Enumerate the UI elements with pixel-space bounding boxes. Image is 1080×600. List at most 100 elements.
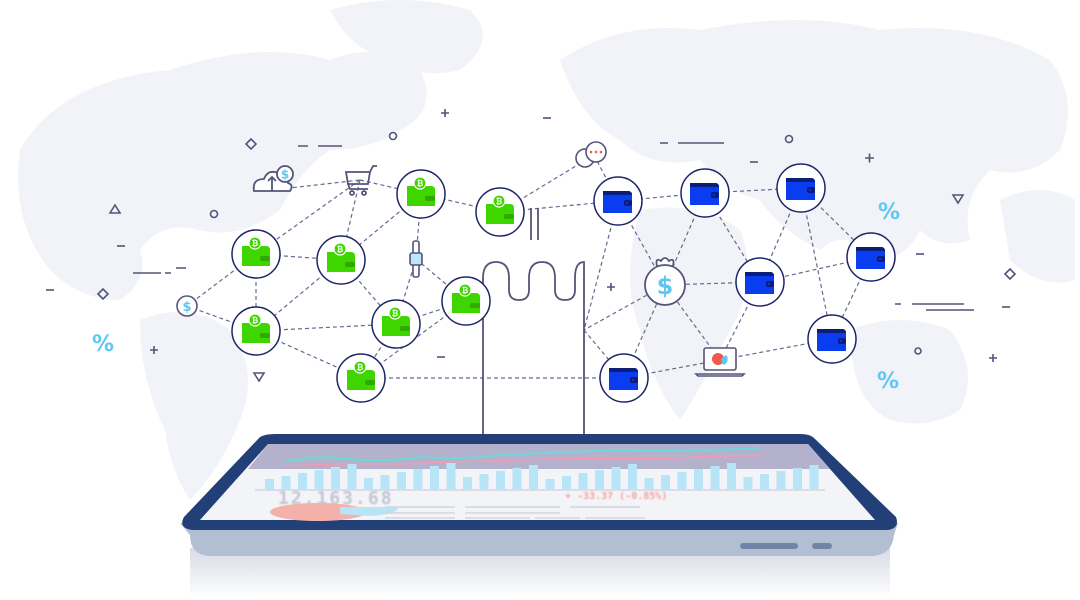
tablet-bar	[314, 470, 324, 489]
tablet-edge	[180, 523, 898, 556]
shopping-cart-icon	[344, 165, 377, 196]
tablet-bar	[463, 477, 472, 489]
wallet-icon	[609, 368, 638, 390]
tablet: 12,163.68 + -33.37 (-0.85%)	[180, 434, 898, 598]
tablet-bar	[595, 470, 604, 489]
tablet-bar	[265, 479, 274, 489]
tablet-bar	[529, 465, 538, 489]
tablet-bar	[578, 473, 588, 489]
bitcoin-coin-icon	[413, 176, 427, 190]
wallet-node	[599, 353, 649, 403]
wallet-icon	[603, 191, 632, 213]
bitcoin-wallet-node: ₿	[231, 306, 281, 356]
bitcoin-coin-icon	[492, 194, 506, 208]
network-edge	[800, 187, 833, 340]
network-edge	[415, 258, 467, 302]
wallet-icon	[745, 272, 774, 294]
cable	[482, 208, 585, 470]
svg-text:₿: ₿	[462, 286, 469, 295]
tablet-bar	[710, 466, 720, 489]
wallet-nodes: ₿ ₿ ₿ ₿ ₿ ₿ ₿ ₿	[231, 163, 896, 403]
bitcoin-wallet-node: ₿	[396, 169, 446, 219]
wallet-icon	[690, 183, 719, 205]
tablet-bar	[677, 472, 687, 489]
wallet-node	[807, 314, 857, 364]
bitcoin-wallet-node: ₿	[371, 299, 421, 349]
bitcoin-wallet-node: ₿	[316, 235, 366, 285]
money-bag-icon: $	[644, 257, 686, 306]
bitcoin-coin-icon	[353, 360, 367, 374]
decorative-marks	[46, 109, 1017, 383]
tablet-bar	[694, 469, 703, 489]
tablet-bar	[331, 467, 340, 489]
tablet-bar-chart	[265, 463, 819, 489]
percent-symbol: %	[92, 332, 114, 357]
tablet-bar	[644, 478, 654, 489]
bitcoin-wallet-node: ₿	[441, 276, 491, 326]
tablet-bar	[364, 478, 373, 489]
tablet-speaker	[740, 543, 798, 549]
svg-text:₿: ₿	[337, 245, 344, 254]
svg-text:₿: ₿	[392, 309, 399, 318]
world-map-background	[18, 0, 1075, 500]
tablet-bar	[545, 479, 555, 489]
dollar-symbol: $	[657, 272, 674, 300]
tablet-bar	[793, 468, 802, 489]
smartwatch-icon	[409, 240, 423, 278]
svg-text:₿: ₿	[417, 179, 424, 188]
tablet-button[interactable]	[812, 543, 832, 549]
dollar-symbol: $	[281, 168, 289, 182]
network-edge	[255, 330, 362, 379]
tablet-shadow	[190, 548, 890, 598]
laptop-pie-chart-icon	[694, 347, 746, 377]
tablet-bar	[479, 474, 489, 489]
svg-text:₿: ₿	[496, 197, 503, 206]
wallet-icon	[817, 329, 846, 351]
bitcoin-coin-icon	[248, 313, 262, 327]
tablet-bar	[347, 464, 357, 489]
svg-text:₿: ₿	[252, 239, 259, 248]
tablet-bar	[446, 463, 456, 489]
bitcoin-wallet-node: ₿	[336, 353, 386, 403]
network-edge	[719, 338, 833, 361]
bitcoin-wallet-node: ₿	[475, 187, 525, 237]
tablet-bar	[727, 463, 736, 489]
bitcoin-coin-icon	[248, 236, 262, 250]
wallet-node	[776, 163, 826, 213]
tablet-bar	[661, 475, 670, 489]
wallet-node	[680, 168, 730, 218]
tablet-bar	[611, 467, 621, 489]
percent-symbol: %	[878, 200, 900, 225]
tablet-bar	[776, 471, 786, 489]
wallet-node	[846, 232, 896, 282]
tablet-bar	[397, 472, 406, 489]
tablet-bar	[562, 476, 571, 489]
tablet-bar	[628, 464, 637, 489]
bitcoin-coin-icon	[333, 242, 347, 256]
tablet-bar	[743, 477, 753, 489]
tablet-bar	[380, 475, 390, 489]
network-edge	[395, 300, 467, 325]
percent-symbol: %	[877, 369, 899, 394]
cloud-upload-icon: $	[252, 165, 294, 192]
bitcoin-wallet-node: ₿	[231, 229, 281, 279]
network-edge	[186, 305, 257, 332]
tablet-bar	[281, 476, 291, 489]
dollar-symbol: $	[182, 300, 191, 315]
tablet-bar	[512, 468, 522, 489]
tablet-change: + -33.37 (-0.85%)	[565, 491, 667, 502]
svg-text:₿: ₿	[252, 316, 259, 325]
tablet-bar	[760, 474, 769, 489]
bitcoin-coin-icon	[388, 306, 402, 320]
svg-text:₿: ₿	[357, 363, 364, 372]
tablet-bar	[496, 471, 505, 489]
tablet-bar	[809, 465, 819, 489]
tablet-bar	[430, 466, 439, 489]
tablet-bar	[413, 469, 423, 489]
chat-bubbles-icon	[575, 141, 607, 168]
wallet-icon	[786, 178, 815, 200]
bitcoin-coin-icon	[458, 283, 472, 297]
wallet-icon	[856, 247, 885, 269]
